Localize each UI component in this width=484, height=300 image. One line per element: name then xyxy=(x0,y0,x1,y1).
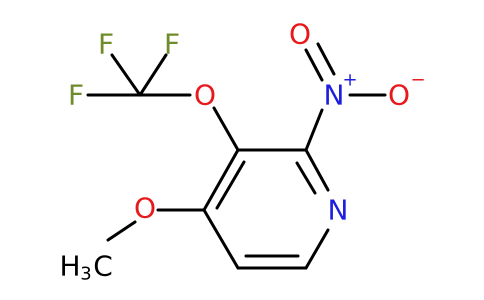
bond-c2-n xyxy=(304,148,330,192)
bond-c2-n-double xyxy=(295,161,317,195)
nitro-positive-charge: + xyxy=(342,70,357,91)
oxygen-negative-charge: − xyxy=(410,70,425,91)
atom-oxygen-methoxy: O xyxy=(134,192,156,225)
atom-nitrogen-nitro: N xyxy=(324,79,345,112)
bond-c4-c3-double xyxy=(215,160,246,210)
atom-nitrogen-ring: N xyxy=(328,194,349,227)
bond-c4-c3 xyxy=(202,148,240,212)
bond-c5-c4 xyxy=(202,208,240,270)
methyl-carbon: C xyxy=(93,250,113,283)
bond-nitro-o-double-a xyxy=(304,48,324,82)
atom-oxygen-nitro-single: O xyxy=(388,79,410,112)
bond-f1-c xyxy=(110,53,142,97)
atom-fluorine-2: F xyxy=(164,28,180,61)
atom-labels: F F F O N + O O − N O H 3 C xyxy=(59,18,425,285)
bond-f2-c xyxy=(138,53,168,97)
methyl-hydrogen: H xyxy=(59,250,80,283)
bond-o-c3 xyxy=(212,106,240,152)
bond-n-c6 xyxy=(304,228,330,270)
atom-oxygen-nitro-double: O xyxy=(289,18,311,51)
bond-nitro-o-double-b xyxy=(316,42,336,76)
bond-o-methyl xyxy=(106,220,137,242)
atom-fluorine-3: F xyxy=(68,79,84,112)
methyl-subscript: 3 xyxy=(80,264,91,285)
atom-oxygen-ether: O xyxy=(194,79,216,112)
bonds xyxy=(86,42,387,270)
atom-fluorine-1: F xyxy=(98,28,114,61)
bond-c2-nitro xyxy=(304,108,324,152)
